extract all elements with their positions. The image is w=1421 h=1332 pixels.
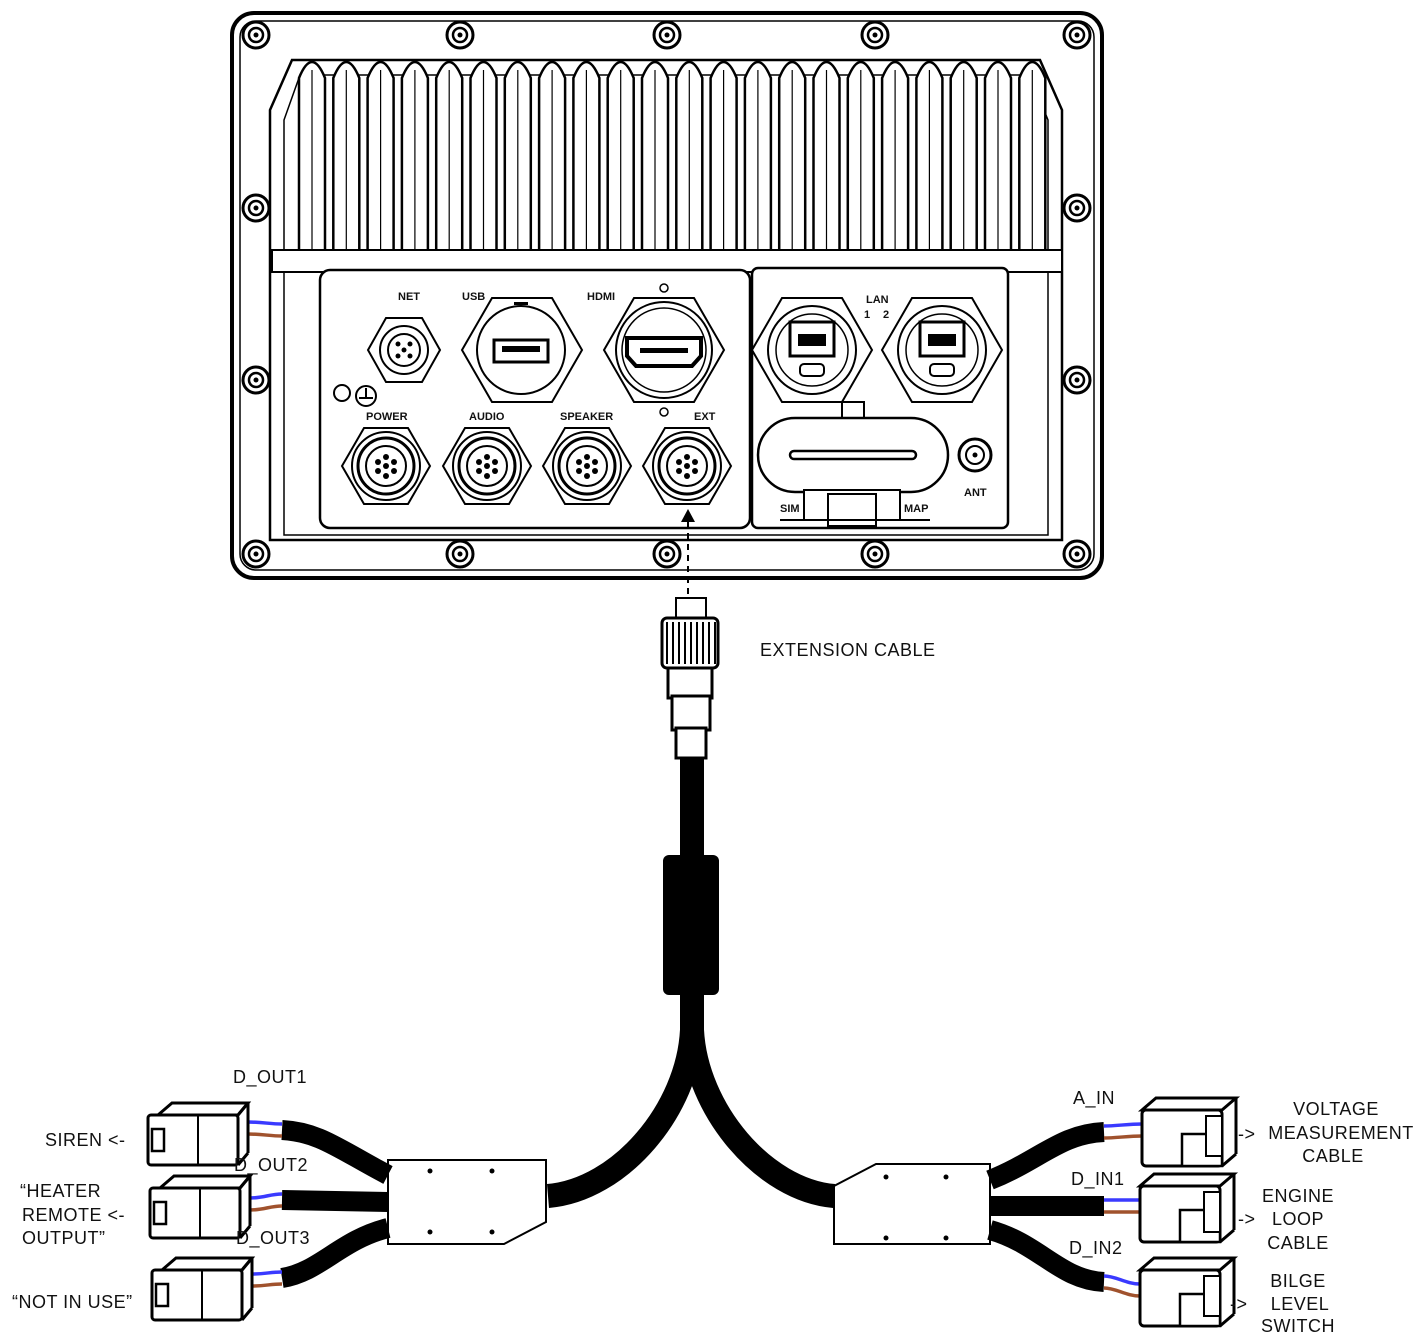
bilge-label-line2: LEVEL	[1271, 1294, 1330, 1314]
voltage-label-line2: MEASUREMENT	[1268, 1123, 1414, 1143]
voltage-label-line3: CABLE	[1302, 1146, 1364, 1166]
usb-label: USB	[462, 291, 485, 303]
hdmi-port[interactable]	[602, 283, 726, 417]
colored-wires	[247, 1120, 1143, 1298]
net-port[interactable]	[366, 317, 442, 383]
engine-label-line1: ENGINE	[1262, 1186, 1334, 1206]
wire	[247, 1120, 283, 1126]
d-in2-label: D_IN2	[1069, 1238, 1123, 1259]
a-in-label: A_IN	[1073, 1088, 1115, 1109]
wire	[1103, 1274, 1141, 1286]
lan1-port[interactable]	[750, 297, 874, 403]
usb-port[interactable]	[460, 297, 584, 403]
ant-label: ANT	[964, 487, 987, 499]
d-out1-label: D_OUT1	[233, 1067, 307, 1088]
d-out3-label: D_OUT3	[236, 1228, 310, 1249]
wire	[1103, 1122, 1143, 1128]
antenna-port[interactable]	[957, 437, 993, 473]
bilge-label-line3: SWITCH	[1261, 1316, 1335, 1332]
engine-arrow: ->	[1238, 1209, 1256, 1229]
d-in1-connector	[1138, 1172, 1236, 1244]
lan-label: LAN	[866, 294, 889, 306]
ground-icon	[333, 384, 377, 407]
lan2-label: 2	[883, 309, 889, 321]
wire	[251, 1282, 283, 1288]
voltage-arrow: ->	[1238, 1124, 1256, 1144]
wire	[249, 1192, 283, 1200]
lan1-label: 1	[864, 309, 870, 321]
heater-label-line1: “HEATER	[20, 1181, 101, 1201]
a-in-connector	[1140, 1096, 1238, 1168]
engine-label-line2: LOOP	[1272, 1209, 1324, 1229]
voltage-label-line1: VOLTAGE	[1293, 1099, 1379, 1119]
not-in-use-label: “NOT IN USE”	[12, 1292, 133, 1312]
extension-cable	[279, 597, 1105, 1292]
heatsink-fins	[297, 60, 1047, 252]
engine-label-line3: CABLE	[1267, 1233, 1329, 1253]
connection-arrow	[681, 509, 695, 600]
audio-label: AUDIO	[469, 411, 505, 423]
net-label: NET	[398, 291, 420, 303]
d-out3-connector	[150, 1256, 254, 1322]
bilge-label-line1: BILGE	[1270, 1271, 1326, 1291]
wire	[247, 1132, 283, 1138]
wire	[1103, 1286, 1141, 1298]
speaker-label: SPEAKER	[560, 411, 613, 423]
sim-label: SIM	[780, 503, 800, 515]
wire	[1103, 1134, 1143, 1140]
d-out2-label: D_OUT2	[234, 1155, 308, 1176]
hdmi-label: HDMI	[587, 291, 615, 303]
extension-cable-label: EXTENSION CABLE	[760, 640, 936, 660]
lan2-port[interactable]	[880, 297, 1004, 403]
map-label: MAP	[904, 503, 928, 515]
d-in1-label: D_IN1	[1071, 1169, 1125, 1190]
heater-label-line3: OUTPUT”	[22, 1228, 106, 1248]
bilge-arrow: ->	[1230, 1294, 1248, 1314]
d-in2-connector	[1138, 1256, 1236, 1328]
sim-map-slot[interactable]	[756, 401, 950, 527]
wire	[249, 1204, 283, 1212]
heater-label-line2: REMOTE <-	[22, 1205, 125, 1225]
siren-label: SIREN <-	[45, 1130, 126, 1150]
ext-label: EXT	[694, 411, 716, 423]
power-label: POWER	[366, 411, 408, 423]
device-rear-panel: NET USB HDMI	[230, 11, 1104, 580]
d-out2-connector	[148, 1174, 252, 1240]
wire	[251, 1270, 283, 1276]
d-out1-connector	[146, 1101, 250, 1167]
